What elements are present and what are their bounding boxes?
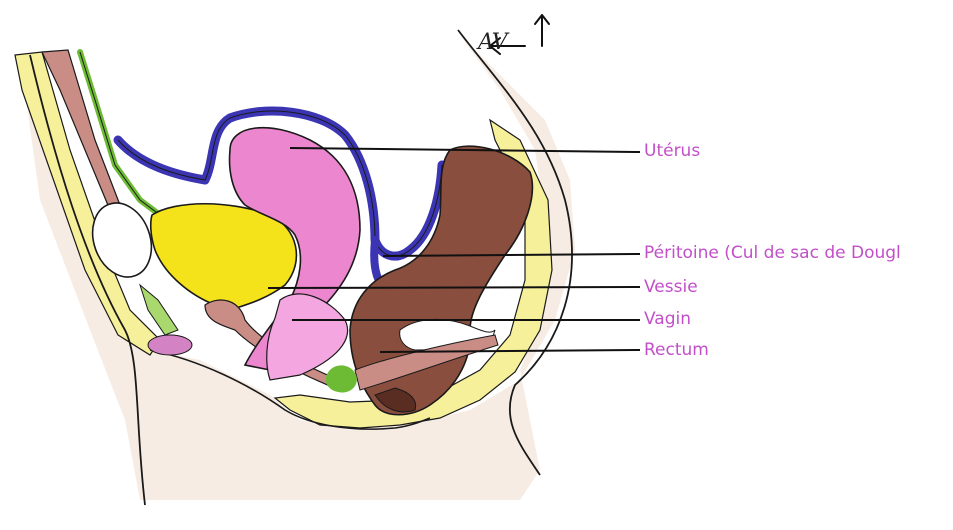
- clitoris: [148, 335, 192, 355]
- label-vessie: Vessie: [644, 279, 698, 296]
- orientation-marker: AV: [478, 30, 507, 55]
- label-vagin: Vagin: [644, 311, 691, 328]
- arrow-up-icon: [535, 15, 549, 46]
- perineal-body: [326, 365, 357, 392]
- leader-line-vessie: [268, 287, 640, 288]
- label-uterus: Utérus: [644, 143, 700, 160]
- label-rectum: Rectum: [644, 342, 709, 359]
- label-peritoine: Péritoine (Cul de sac de Dougl: [644, 245, 901, 262]
